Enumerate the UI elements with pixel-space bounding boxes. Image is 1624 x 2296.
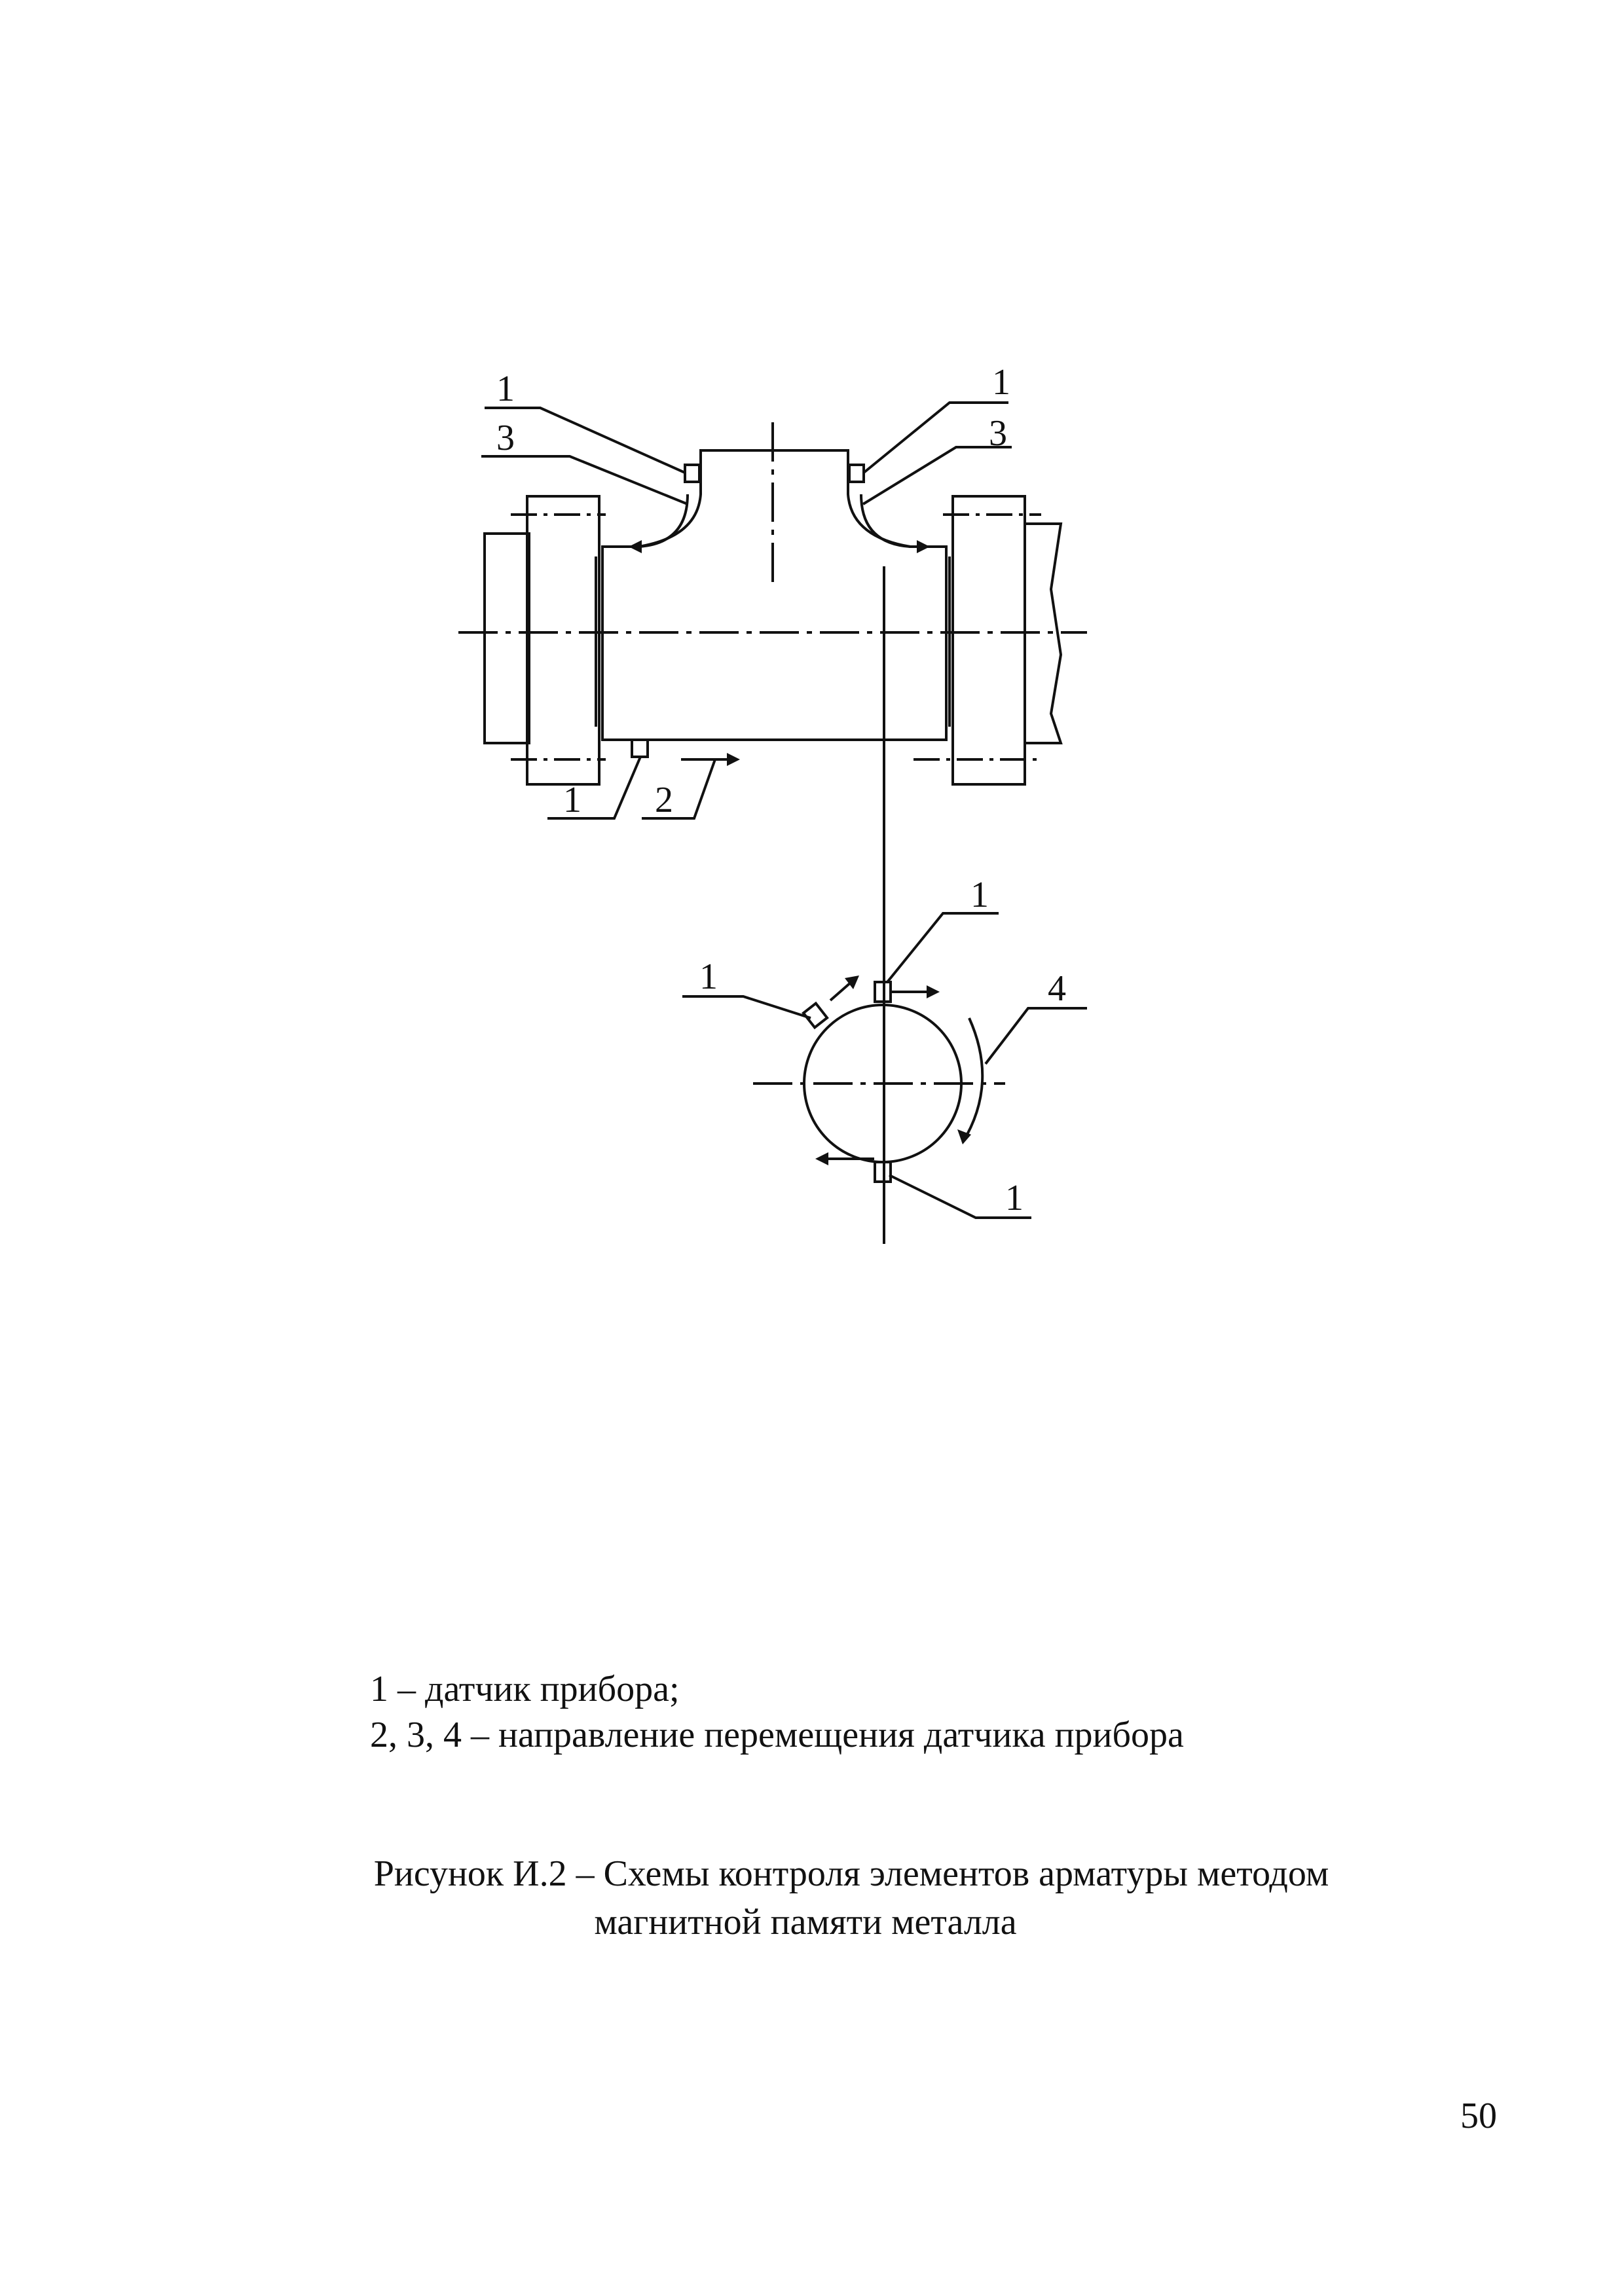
caption-line-2: магнитной памяти металла [594, 1902, 1017, 1942]
legend-line-sensor: 1 – датчик прибора; [370, 1669, 680, 1709]
label-3-top-right: 3 [989, 413, 1007, 454]
right-flange [913, 495, 1063, 786]
direction-3-arrow-left [629, 494, 689, 548]
arrowheads [629, 540, 971, 1165]
label-1-section-bottom: 1 [1005, 1178, 1024, 1218]
sensor-icon-tee-bottom [631, 738, 649, 758]
label-1-section-top: 1 [970, 875, 989, 915]
leader-lines [481, 401, 1087, 1219]
page-number: 50 [1460, 2096, 1497, 2136]
label-1-top-right: 1 [992, 362, 1010, 403]
direction-3-arrow-right [860, 494, 920, 548]
caption-line-1: Рисунок И.2 – Схемы контроля элементов а… [373, 1853, 1329, 1894]
label-1-top-left: 1 [496, 369, 515, 409]
label-4-section-right: 4 [1048, 968, 1066, 1009]
sensor-icon-tee-right [848, 464, 865, 483]
label-1-section-left: 1 [699, 957, 718, 997]
label-3-top-left: 3 [496, 418, 515, 458]
figure-caption: Рисунок И.2 – Схемы контроля элементов а… [0, 1850, 1624, 1946]
figure-legend: 1 – датчик прибора; 2, 3, 4 – направлени… [370, 1666, 1184, 1758]
left-flange [483, 495, 606, 786]
pipe-section [753, 981, 1005, 1183]
label-2-bottom-tee: 2 [655, 780, 673, 820]
tee-fitting [601, 449, 948, 741]
legend-line-directions: 2, 3, 4 – направление перемещения датчик… [370, 1715, 1184, 1755]
sensor-icon-tee-left [684, 464, 701, 483]
label-1-bottom-tee: 1 [563, 780, 581, 820]
